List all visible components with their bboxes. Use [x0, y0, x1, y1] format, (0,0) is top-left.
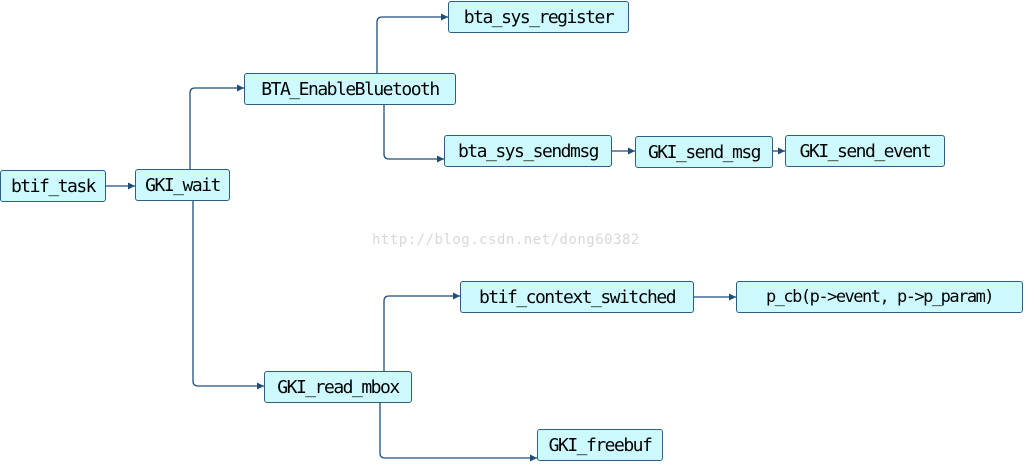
- node-bta-enable-bluetooth: BTA_EnableBluetooth: [244, 73, 456, 105]
- edge-gki-read-mbox-to-gki-freebuf: [379, 402, 537, 462]
- node-gki-freebuf: GKI_freebuf: [537, 429, 663, 461]
- edge-bta-enable-bluetooth-to-bta-sys-register: [376, 13, 448, 73]
- node-bta-sys-sendmsg: bta_sys_sendmsg: [444, 135, 612, 167]
- node-gki-read-mbox: GKI_read_mbox: [264, 371, 412, 403]
- node-gki-send-event: GKI_send_event: [785, 135, 945, 167]
- node-gki-send-msg: GKI_send_msg: [635, 136, 773, 168]
- watermark-text: http://blog.csdn.net/dong60382: [372, 232, 640, 248]
- edge-gki-read-mbox-to-btif-context-switched: [383, 292, 460, 371]
- edge-bta-enable-bluetooth-to-bta-sys-sendmsg: [383, 104, 444, 163]
- node-btif-context-switched: btif_context_switched: [460, 281, 694, 313]
- edge-gki-wait-to-gki-read-mbox: [192, 201, 264, 390]
- edge-gki-wait-to-bta-enable-bluetooth: [189, 84, 244, 169]
- node-bta-sys-register: bta_sys_register: [448, 1, 629, 33]
- node-gki-wait: GKI_wait: [135, 169, 230, 201]
- node-p-cb: p_cb(p->event, p->p_param): [736, 281, 1023, 313]
- node-btif-task: btif_task: [0, 170, 106, 202]
